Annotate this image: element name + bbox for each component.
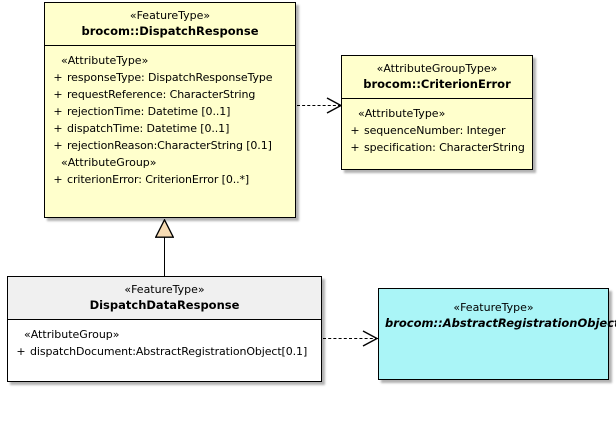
class-box-abstract-registration-object[interactable]: «FeatureType» brocom::AbstractRegistrati… [378, 288, 616, 380]
class-header-criterion-error: «AttributeGroupType» brocom::CriterionEr… [342, 56, 532, 99]
visibility-marker: + [350, 124, 360, 137]
attribute-row[interactable]: + specification: CharacterString [346, 139, 528, 156]
open-arrowhead-svg [362, 330, 379, 347]
dependency-arrowhead-icon-criterionerror [326, 97, 343, 114]
class-name: brocom::DispatchResponse [81, 24, 259, 38]
attribute-row[interactable]: + dispatchTime: Datetime [0..1] [49, 120, 291, 137]
class-name: DispatchDataResponse [89, 298, 240, 312]
visibility-marker: + [53, 122, 63, 135]
class-header-dispatch-data-response: «FeatureType» DispatchDataResponse [8, 277, 321, 320]
attribute-text: dispatchTime: Datetime [0..1] [67, 122, 230, 135]
attribute-row[interactable]: + criterionError: CriterionError [0..*] [49, 171, 291, 188]
attribute-row[interactable]: + dispatchDocument:AbstractRegistrationO… [12, 343, 317, 360]
attribute-row[interactable]: + responseType: DispatchResponseType [49, 69, 291, 86]
class-box-dispatch-response[interactable]: «FeatureType» brocom::DispatchResponse «… [44, 2, 296, 218]
class-stereotype: «AttributeGroupType» [376, 62, 498, 75]
class-header-abstract-registration-object: «FeatureType» brocom::AbstractRegistrati… [379, 289, 616, 337]
visibility-marker: + [16, 345, 26, 358]
attribute-group-label: «AttributeType» [61, 54, 149, 67]
attribute-text: requestReference: CharacterString [67, 88, 256, 101]
attribute-text: specification: CharacterString [364, 141, 525, 154]
attribute-text: dispatchDocument:AbstractRegistrationObj… [30, 345, 308, 358]
class-name: brocom::CriterionError [363, 77, 511, 91]
open-arrowhead-svg [326, 97, 343, 114]
attribute-row[interactable]: + rejectionTime: Datetime [0..1] [49, 103, 291, 120]
class-body-dispatch-data-response: «AttributeGroup» + dispatchDocument:Abst… [8, 320, 321, 367]
attribute-row[interactable]: + rejectionReason:CharacterString [0.1] [49, 137, 291, 154]
class-stereotype: «FeatureType» [453, 301, 534, 314]
generalization-triangle-icon [154, 218, 175, 238]
attribute-text: rejectionReason:CharacterString [0.1] [67, 139, 272, 152]
attribute-row[interactable]: + sequenceNumber: Integer [346, 122, 528, 139]
class-stereotype: «FeatureType» [129, 9, 211, 22]
attribute-text: criterionError: CriterionError [0..*] [67, 173, 250, 186]
attribute-text: responseType: DispatchResponseType [67, 71, 273, 84]
attribute-group-label: «AttributeType» [358, 107, 446, 120]
class-body-dispatch-response: «AttributeType» + responseType: Dispatch… [45, 46, 295, 195]
visibility-marker: + [53, 88, 63, 101]
visibility-marker: + [53, 105, 63, 118]
visibility-marker: + [53, 139, 63, 152]
class-stereotype: «FeatureType» [124, 283, 205, 296]
generalization-triangle-svg [154, 218, 175, 238]
class-box-dispatch-data-response[interactable]: «FeatureType» DispatchDataResponse «Attr… [7, 276, 322, 382]
class-name: brocom::AbstractRegistrationObject [385, 316, 616, 330]
attribute-text: rejectionTime: Datetime [0..1] [67, 105, 231, 118]
dependency-line-dispatchdataresponse-to-abstractregistrationobject [323, 338, 378, 339]
class-body-criterion-error: «AttributeType» + sequenceNumber: Intege… [342, 99, 532, 163]
dependency-line-dispatchresponse-to-criterionerror [297, 105, 341, 106]
attribute-group-label: «AttributeGroup» [24, 328, 120, 341]
class-box-criterion-error[interactable]: «AttributeGroupType» brocom::CriterionEr… [341, 55, 533, 170]
attribute-group-label: «AttributeGroup» [61, 156, 157, 169]
attribute-text: sequenceNumber: Integer [364, 124, 506, 137]
dependency-arrowhead-icon-abstractregistrationobject [362, 330, 379, 347]
visibility-marker: + [53, 71, 63, 84]
generalization-line-dispatchdataresponse-to-dispatchresponse [164, 237, 165, 276]
attribute-row[interactable]: + requestReference: CharacterString [49, 86, 291, 103]
visibility-marker: + [53, 173, 63, 186]
visibility-marker: + [350, 141, 360, 154]
class-header-dispatch-response: «FeatureType» brocom::DispatchResponse [45, 3, 295, 46]
